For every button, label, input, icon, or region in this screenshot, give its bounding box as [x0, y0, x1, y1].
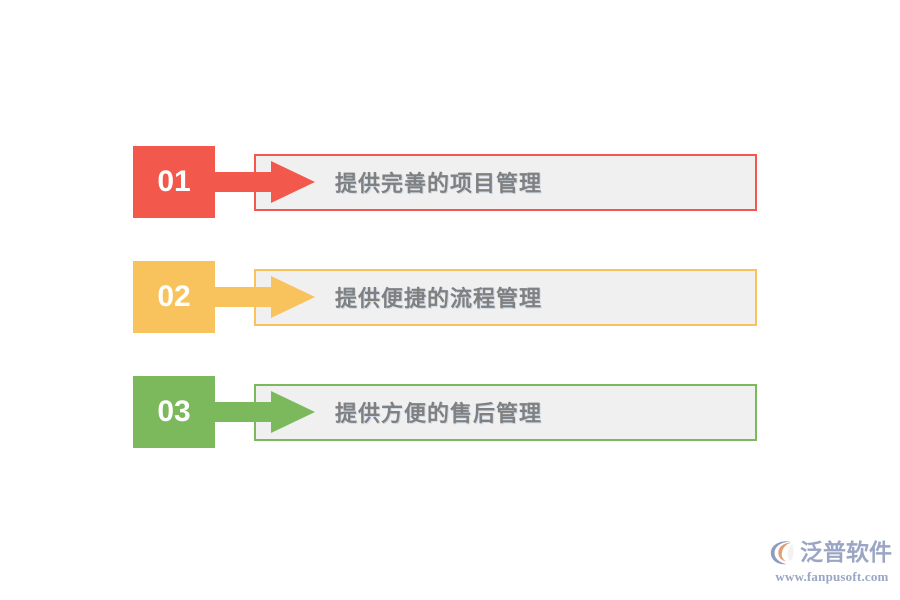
step-number-label: 01 [157, 165, 191, 198]
step-panel [254, 384, 757, 441]
step-row[interactable]: 03 提供方便的售后管理 [133, 376, 758, 448]
fanpu-logo-icon [770, 541, 794, 565]
step-number-badge: 03 [133, 376, 215, 448]
arrow-icon [207, 276, 315, 318]
arrow-icon [207, 161, 315, 203]
step-label: 提供方便的售后管理 [335, 401, 543, 426]
brand-url: www.fanpusoft.com [775, 569, 889, 584]
step-row[interactable]: 01 提供完善的项目管理 [133, 146, 758, 218]
step-number-badge: 02 [133, 261, 215, 333]
step-row[interactable]: 02 提供便捷的流程管理 [133, 261, 758, 333]
brand-name: 泛普软件 [800, 538, 892, 565]
step-number-label: 02 [157, 280, 191, 313]
arrow-icon [207, 391, 315, 433]
brand-watermark: 泛普软件 www.fanpusoft.com [768, 536, 896, 588]
step-number-badge: 01 [133, 146, 215, 218]
step-label: 提供便捷的流程管理 [335, 286, 543, 311]
step-panel [254, 154, 757, 211]
step-number-label: 03 [157, 395, 191, 428]
step-label: 提供完善的项目管理 [335, 171, 543, 196]
brand-row: 泛普软件 [768, 536, 896, 568]
step-panel [254, 269, 757, 326]
